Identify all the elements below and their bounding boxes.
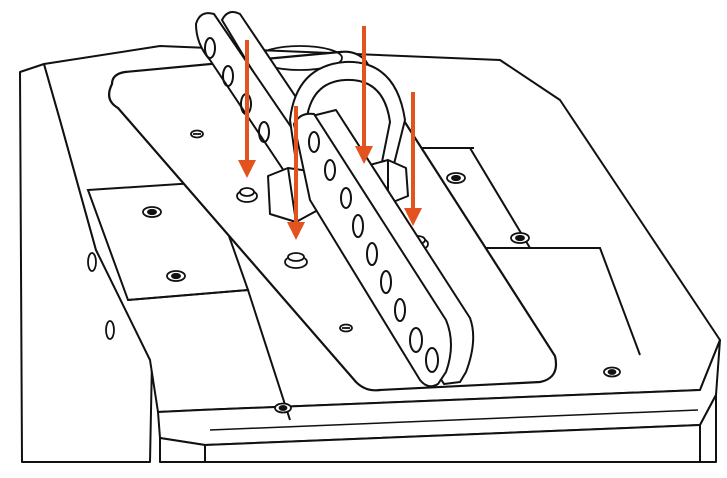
screw [166, 270, 186, 282]
install-arrow [404, 92, 422, 226]
flange-front-front [293, 112, 452, 388]
install-arrow [355, 26, 373, 164]
panel-left-front [127, 288, 291, 421]
screw [510, 232, 530, 244]
side-hole [105, 320, 115, 340]
install-arrow [287, 106, 305, 240]
screw [274, 402, 292, 414]
screw [190, 129, 204, 139]
panel-right-front [470, 247, 641, 356]
screw [142, 206, 162, 218]
screw [603, 366, 621, 378]
front-flanges [293, 109, 475, 388]
side-hole [87, 252, 97, 272]
screw [339, 323, 353, 333]
raised-bolt [236, 187, 258, 203]
install-arrow [238, 40, 256, 178]
install-arrows [238, 26, 422, 240]
top-panels [86, 147, 641, 421]
raised-bolt [284, 252, 308, 269]
screw [446, 172, 466, 184]
